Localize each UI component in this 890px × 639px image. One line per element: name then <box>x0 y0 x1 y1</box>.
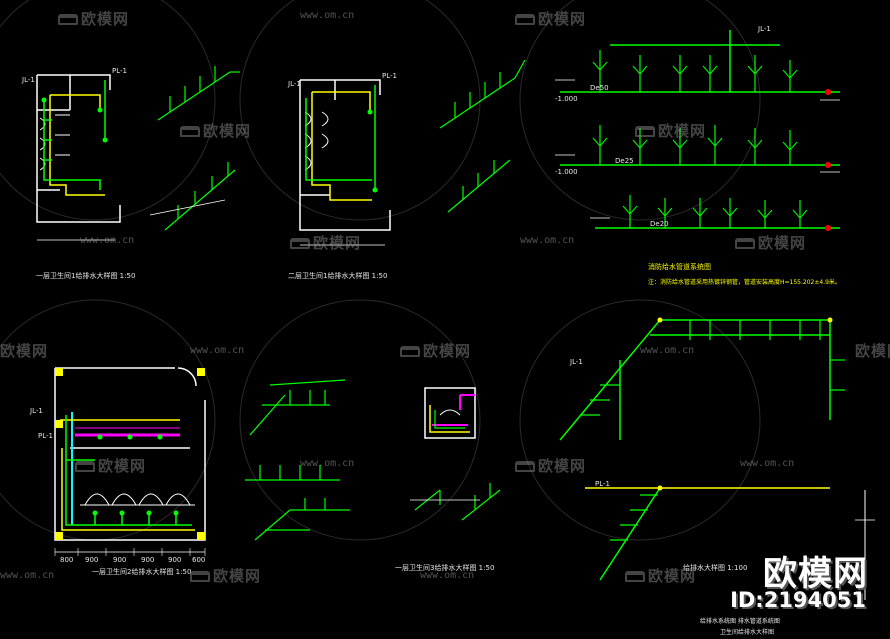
watermark-logo-7: 欧模网 <box>0 342 49 360</box>
sofa-icon <box>75 461 95 472</box>
fire-valve-1 <box>825 89 831 95</box>
drain-note-1: 给排水系统图 排水管道系统图 <box>700 618 780 625</box>
drain-node-2 <box>827 317 833 323</box>
drain-system-diagram <box>559 319 875 600</box>
tag-pl-3: PL-1 <box>38 432 53 440</box>
fire-system-ticks <box>555 79 840 219</box>
tag-pl-2: PL-1 <box>382 72 397 80</box>
watermark-circles <box>0 0 761 541</box>
sofa-icon <box>515 461 535 472</box>
plan2-title: 二层卫生间1给排水大样图 1:50 <box>288 272 388 280</box>
drain-detail-title: 给排水大样图 1:100 <box>683 564 748 572</box>
sofa-icon <box>58 14 78 25</box>
fire-valve-2 <box>825 162 831 168</box>
drain-note-2: 卫生间给排水大样图 <box>720 629 775 636</box>
plan1-title: 一层卫生间1给排水大样图 1:50 <box>36 272 136 280</box>
drain-node-3 <box>657 485 663 491</box>
watermark-logo-5: 欧模网 <box>290 232 361 253</box>
fire-valve-3 <box>825 225 831 231</box>
tag-jl-3: JL-1 <box>30 407 43 415</box>
fire-system-title: 消防给水管道系统图 <box>648 263 711 271</box>
watermark-logo-13: 欧模网 <box>625 565 696 586</box>
tag-dn50: De50 <box>590 84 609 92</box>
watermark-logo-6: 欧模网 <box>735 232 806 253</box>
plan4-restroom <box>424 387 476 439</box>
watermark-logo-4: 欧模网 <box>635 120 706 141</box>
iso-system-3 <box>245 379 350 541</box>
tag-jl-1: JL-1 <box>22 76 35 84</box>
watermark-logo-3: 欧模网 <box>180 120 251 141</box>
dim-4: 900 <box>141 556 155 564</box>
watermark-logo-9: 欧模网 <box>855 342 890 360</box>
watermark-url-5: www.om.cn <box>640 345 695 356</box>
watermark-url-9: www.om.cn <box>420 570 475 581</box>
dim-2: 900 <box>85 556 99 564</box>
fire-system-diagram <box>560 30 840 229</box>
dim-3: 900 <box>113 556 127 564</box>
watermark-logo-10: 欧模网 <box>75 455 146 476</box>
dim-6: 600 <box>192 556 206 564</box>
watermark-logo-12: 欧模网 <box>190 565 261 586</box>
iso-system-4 <box>410 483 501 521</box>
tag-pl-5: PL-1 <box>595 480 610 488</box>
watermark-logo-1: 欧模网 <box>58 8 129 29</box>
watermark-url-8: www.om.cn <box>0 570 55 581</box>
tag-elev-1: -1.000 <box>555 95 578 103</box>
tag-jl-2: JL-1 <box>288 80 301 88</box>
tag-elev-2: -1.000 <box>555 168 578 176</box>
dim-5: 900 <box>168 556 182 564</box>
watermark-url-3: www.om.cn <box>520 235 575 246</box>
tag-dn25: De25 <box>615 157 634 165</box>
watermark-logo-8: 欧模网 <box>400 340 471 361</box>
watermark-logo-2: 欧模网 <box>515 8 586 29</box>
tag-pl-1: PL-1 <box>112 67 127 75</box>
plan4-title: 一层卫生间3给排水大样图 1:50 <box>395 564 495 572</box>
plan3-restroom <box>54 367 206 556</box>
watermark-url-1: www.om.cn <box>300 10 355 21</box>
watermark-url-2: www.om.cn <box>80 235 135 246</box>
watermark-logo-11: 欧模网 <box>515 455 586 476</box>
watermark-url-7: www.om.cn <box>740 458 795 469</box>
sofa-icon <box>625 571 645 582</box>
sofa-icon <box>735 238 755 249</box>
dim-1: 800 <box>60 556 74 564</box>
brand-logo: 欧模网 <box>763 554 868 594</box>
iso-system-1 <box>149 66 240 231</box>
sofa-icon <box>400 346 420 357</box>
tag-jl-5: JL-1 <box>570 358 583 366</box>
watermark-url-6: www.om.cn <box>300 458 355 469</box>
sofa-icon <box>515 14 535 25</box>
fire-system-note: 注：消防给水管道采用热镀锌钢管，管道安装高度H=155.202±4.9米。 <box>648 279 841 286</box>
plan3-title: 一层卫生间2给排水大样图 1:50 <box>92 568 192 576</box>
tag-dn20: De20 <box>650 220 669 228</box>
sofa-icon <box>180 126 200 137</box>
brand-id: ID:2194051 <box>730 588 866 612</box>
sofa-icon <box>290 238 310 249</box>
plan2-restroom <box>299 79 391 246</box>
plan1-restroom <box>36 74 121 241</box>
drain-node-1 <box>657 317 663 323</box>
sofa-icon <box>635 126 655 137</box>
tag-jl-4: JL-1 <box>758 25 771 33</box>
iso-system-2 <box>439 59 526 213</box>
sofa-icon <box>190 571 210 582</box>
watermark-url-4: www.om.cn <box>190 345 245 356</box>
